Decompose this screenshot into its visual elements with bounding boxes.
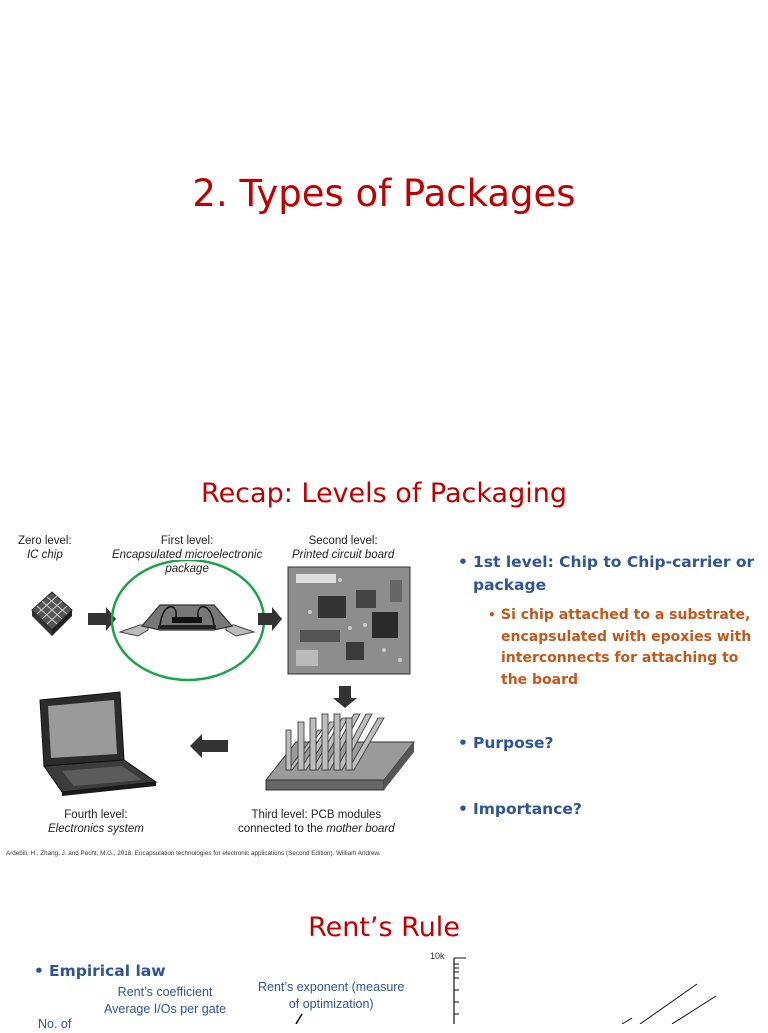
axis-tick-10k: 10k [430,951,445,961]
rents-rule-plot [295,957,717,1024]
first-level-label: First level: Encapsulated microelectroni… [112,535,263,575]
fourth-level-label: Fourth level: Electronics system [48,809,144,835]
rents-coefficient-note: Rent’s coefficient Average I/Os per gate [104,985,227,1016]
rents-exponent-note: Rent’s exponent (measure of optimization… [258,980,405,1011]
exponent-pointer [295,1013,303,1024]
ic-chip-icon [31,591,73,636]
printed-circuit-board-icon [287,566,411,675]
arrow-right-icon [258,607,282,631]
arrow-down-icon [333,686,357,708]
slide-title-types-of-packages: 2. Types of Packages [192,172,576,215]
bullet-importance: Importance? [458,798,582,821]
slide-title-rents-rule: Rent’s Rule [308,912,460,943]
bullet-empirical-law: Empirical law [34,962,166,980]
third-level-label: Third level: PCB modules connected to th… [238,809,395,835]
second-level-label: Second level: Printed circuit board [292,535,395,561]
laptop-icon [39,691,158,796]
encapsulated-package-icon [118,604,256,637]
slide-title-levels-of-packaging: Recap: Levels of Packaging [201,478,567,509]
bullet-first-level: 1st level: Chip to Chip-carrier or packa… [458,551,754,597]
citation: Ardebili, H., Zhang, J. and Pecht, M.G.,… [6,850,381,857]
no-of-label: No. of [38,1017,72,1031]
pcb-modules-icon [264,713,416,791]
arrow-left-icon [190,734,228,758]
zero-level-label: Zero level: IC chip [18,535,72,561]
packaging-levels-diagram [31,560,416,796]
sub-bullet-si-chip: Si chip attached to a substrate, encapsu… [488,605,751,691]
bullet-purpose: Purpose? [458,732,553,755]
